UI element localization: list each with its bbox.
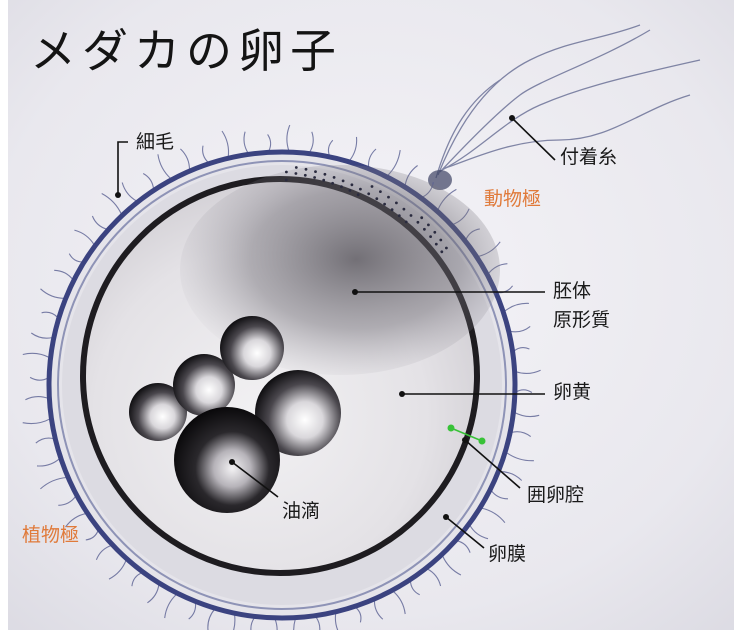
label-vegetal-pole: 植物極 <box>22 526 79 545</box>
membrane-dot <box>313 176 316 179</box>
membrane-dot <box>440 250 443 253</box>
membrane-dot <box>375 197 378 200</box>
membrane-dot <box>395 202 398 205</box>
membrane-dot <box>429 235 432 238</box>
membrane-dot <box>305 168 308 171</box>
membrane-dot <box>445 247 448 250</box>
membrane-dot <box>333 176 336 179</box>
membrane-dot <box>331 182 334 185</box>
membrane-dot <box>427 224 430 227</box>
membrane-dot <box>433 231 436 234</box>
membrane-dot <box>351 183 354 186</box>
label-protoplasm: 原形質 <box>553 311 610 330</box>
membrane-dot <box>423 228 426 231</box>
membrane-dot <box>371 185 374 188</box>
label-oil-droplets: 油滴 <box>282 502 320 521</box>
label-attachment-filament: 付着糸 <box>560 148 617 167</box>
membrane-dot <box>439 239 442 242</box>
label-yolk: 卵黄 <box>553 383 591 402</box>
label-egg-membrane: 卵膜 <box>488 545 526 564</box>
label-embryo: 胚体 <box>553 282 591 301</box>
membrane-dot <box>405 221 408 224</box>
membrane-dot <box>295 166 298 169</box>
membrane-dot <box>340 185 343 188</box>
membrane-dot <box>387 196 390 199</box>
label-perivitelline-space: 囲卵腔 <box>527 486 584 505</box>
membrane-dot <box>357 193 360 196</box>
membrane-dot <box>342 180 345 183</box>
oil-droplet <box>220 316 284 380</box>
membrane-dot <box>435 243 438 246</box>
membrane-dot <box>285 179 288 182</box>
membrane-dot <box>383 203 386 206</box>
membrane-dot <box>417 221 420 224</box>
membrane-dot <box>285 171 288 174</box>
membrane-dot <box>379 190 382 193</box>
label-cilia: 細毛 <box>136 133 174 152</box>
label-animal-pole: 動物極 <box>484 190 541 209</box>
membrane-dot <box>349 189 352 192</box>
membrane-dot <box>391 208 394 211</box>
membrane-dot <box>314 170 317 173</box>
membrane-dot <box>304 174 307 177</box>
membrane-dot <box>324 173 327 176</box>
membrane-dot <box>398 214 401 217</box>
oil-droplet-large <box>174 407 280 513</box>
membrane-dot <box>420 216 423 219</box>
image-title: メダカの卵子 <box>30 28 342 74</box>
membrane-dot <box>322 179 325 182</box>
membrane-dot <box>359 188 362 191</box>
membrane-dot <box>367 192 370 195</box>
membrane-dot <box>410 214 413 217</box>
membrane-dot <box>403 208 406 211</box>
membrane-dot <box>295 172 298 175</box>
